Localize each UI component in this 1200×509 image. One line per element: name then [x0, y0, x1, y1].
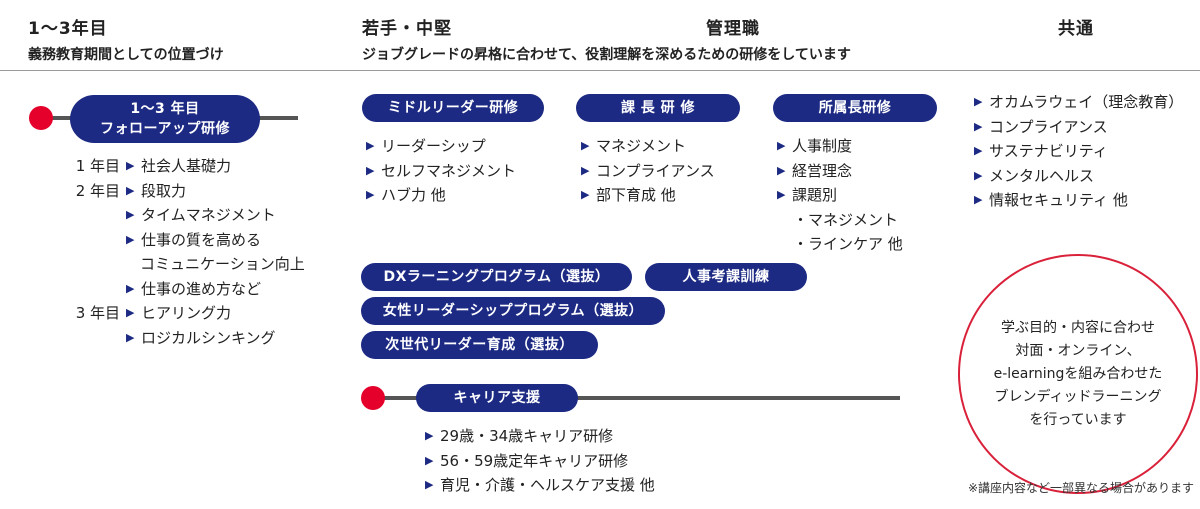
followup-item: ヒアリング力 [141, 304, 232, 322]
triangle-bullet-icon: ▶ [126, 208, 135, 221]
list-item: ▶56・59歳定年キャリア研修 [425, 449, 655, 474]
triangle-bullet-icon: ▶ [425, 453, 434, 467]
list-item: ▶コンプライアンス [974, 115, 1183, 140]
shozoku-pill: 所属長研修 [773, 94, 937, 122]
jinji-kouka-pill: 人事考課訓練 [645, 263, 807, 291]
followup-item: ロジカルシンキング [141, 328, 276, 347]
kacho-pill: 課 長 研 修 [576, 94, 740, 122]
triangle-bullet-icon: ▶ [126, 183, 135, 197]
followup-row: ▶ タイムマネジメント [62, 203, 276, 228]
followup-row: ▶ 仕事の質を高める [62, 228, 261, 253]
followup-pill-line1: 1～3 年目 [130, 101, 200, 117]
followup-row: ▶ ロジカルシンキング [62, 326, 276, 351]
triangle-bullet-icon: ▶ [126, 281, 135, 295]
triangle-bullet-icon: ▶ [974, 144, 983, 157]
triangle-bullet-icon: ▶ [974, 168, 983, 182]
triangle-bullet-icon: ▶ [974, 119, 983, 133]
circle-line: 学ぶ目的・内容に合わせ [1001, 319, 1155, 336]
followup-item: タイムマネジメント [141, 206, 276, 224]
blended-learning-circle: 学ぶ目的・内容に合わせ 対面・オンライン、 e-learningを組み合わせた … [958, 254, 1198, 494]
followup-item: 仕事の進め方など [141, 279, 262, 298]
list-item: ▶情報セキュリティ 他 [974, 188, 1183, 213]
triangle-bullet-icon: ▶ [126, 232, 135, 246]
col3-title: 管理職 [706, 19, 760, 39]
followup-row: 1 年目 ▶ 社会人基礎力 [62, 154, 231, 179]
career-dot [361, 386, 385, 410]
followup-item: 社会人基礎力 [141, 157, 232, 175]
header-divider [0, 70, 1200, 71]
triangle-bullet-icon: ▶ [366, 188, 375, 201]
list-item: ▶リーダーシップ [366, 134, 516, 159]
triangle-bullet-icon: ▶ [366, 139, 375, 152]
triangle-bullet-icon: ▶ [126, 306, 135, 319]
followup-item: 仕事の質を高める [141, 230, 262, 249]
footnote: ※講座内容など一部異なる場合があります [967, 481, 1194, 495]
common-list: ▶オカムラウェイ（理念教育） ▶コンプライアンス ▶サステナビリティ ▶メンタル… [974, 90, 1183, 213]
list-item: ▶課題別 [777, 183, 903, 208]
followup-row: コミュニケーション向上 [62, 252, 305, 277]
josei-leader-pill: 女性リーダーシッププログラム（選抜） [361, 297, 665, 325]
year-label: 3 年目 [75, 304, 120, 322]
list-item: ▶経営理念 [777, 159, 903, 184]
list-item: ▶マネジメント [581, 134, 715, 159]
list-item: ▶育児・介護・ヘルスケア支援 他 [425, 473, 655, 498]
circle-line: e-learningを組み合わせた [993, 365, 1163, 382]
circle-line: ブレンディッドラーニング [994, 388, 1162, 405]
col4-title: 共通 [1058, 19, 1094, 39]
list-item: ▶セルフマネジメント [366, 159, 516, 184]
triangle-bullet-icon: ▶ [777, 139, 786, 152]
followup-row: 2 年目 ▶ 段取力 [62, 179, 186, 204]
list-item: ▶29歳・34歳キャリア研修 [425, 424, 655, 449]
list-item: ▶オカムラウェイ（理念教育） [974, 90, 1183, 115]
col23-subtitle: ジョブグレードの昇格に合わせて、役割理解を深めるための研修をしています [362, 47, 851, 63]
col1-title: 1～3年目 [28, 19, 108, 39]
circle-line: 対面・オンライン、 [1015, 342, 1141, 359]
list-item: ▶メンタルヘルス [974, 164, 1183, 189]
triangle-bullet-icon: ▶ [581, 188, 590, 201]
triangle-bullet-icon: ▶ [126, 159, 135, 172]
triangle-bullet-icon: ▶ [581, 163, 590, 177]
triangle-bullet-icon: ▶ [581, 139, 590, 152]
triangle-bullet-icon: ▶ [366, 163, 375, 177]
year-label: 2 年目 [75, 181, 120, 200]
list-item: ▶サステナビリティ [974, 139, 1183, 164]
triangle-bullet-icon: ▶ [974, 95, 983, 108]
midleader-list: ▶リーダーシップ ▶セルフマネジメント ▶ハブ力 他 [366, 134, 516, 208]
list-item: ▶部下育成 他 [581, 183, 715, 208]
followup-item: コミュニケーション向上 [140, 255, 305, 273]
col2-title: 若手・中堅 [362, 19, 452, 39]
list-subitem: ・マネジメント [793, 210, 899, 229]
circle-line: を行っています [1029, 411, 1127, 428]
midleader-pill: ミドルリーダー研修 [362, 94, 544, 122]
followup-pill: 1～3 年目 フォローアップ研修 [70, 95, 260, 143]
followup-row: 3 年目 ▶ ヒアリング力 [62, 301, 231, 326]
career-timeline [372, 396, 900, 400]
triangle-bullet-icon: ▶ [974, 193, 983, 206]
followup-item: 段取力 [141, 181, 187, 200]
shozoku-list: ▶人事制度 ▶経営理念 ▶課題別 ・マネジメント ・ラインケア 他 [777, 134, 903, 257]
followup-row: ▶ 仕事の進め方など [62, 277, 261, 302]
career-list: ▶29歳・34歳キャリア研修 ▶56・59歳定年キャリア研修 ▶育児・介護・ヘル… [425, 424, 655, 498]
year-label: 1 年目 [75, 157, 120, 175]
followup-dot [29, 106, 53, 130]
triangle-bullet-icon: ▶ [777, 163, 786, 177]
kacho-list: ▶マネジメント ▶コンプライアンス ▶部下育成 他 [581, 134, 715, 208]
dx-program-pill: DXラーニングプログラム（選抜） [361, 263, 632, 291]
jisedai-leader-pill: 次世代リーダー育成（選抜） [361, 331, 598, 359]
career-pill: キャリア支援 [416, 384, 578, 412]
col1-subtitle: 義務教育期間としての位置づけ [28, 47, 224, 63]
list-item: ▶ハブ力 他 [366, 183, 516, 208]
list-item: ▶人事制度 [777, 134, 903, 159]
triangle-bullet-icon: ▶ [777, 188, 786, 201]
triangle-bullet-icon: ▶ [425, 478, 434, 491]
triangle-bullet-icon: ▶ [126, 330, 135, 344]
list-item: ▶コンプライアンス [581, 159, 715, 184]
triangle-bullet-icon: ▶ [425, 429, 434, 442]
list-subitem: ・ラインケア 他 [793, 235, 903, 253]
followup-pill-line2: フォローアップ研修 [100, 121, 230, 137]
